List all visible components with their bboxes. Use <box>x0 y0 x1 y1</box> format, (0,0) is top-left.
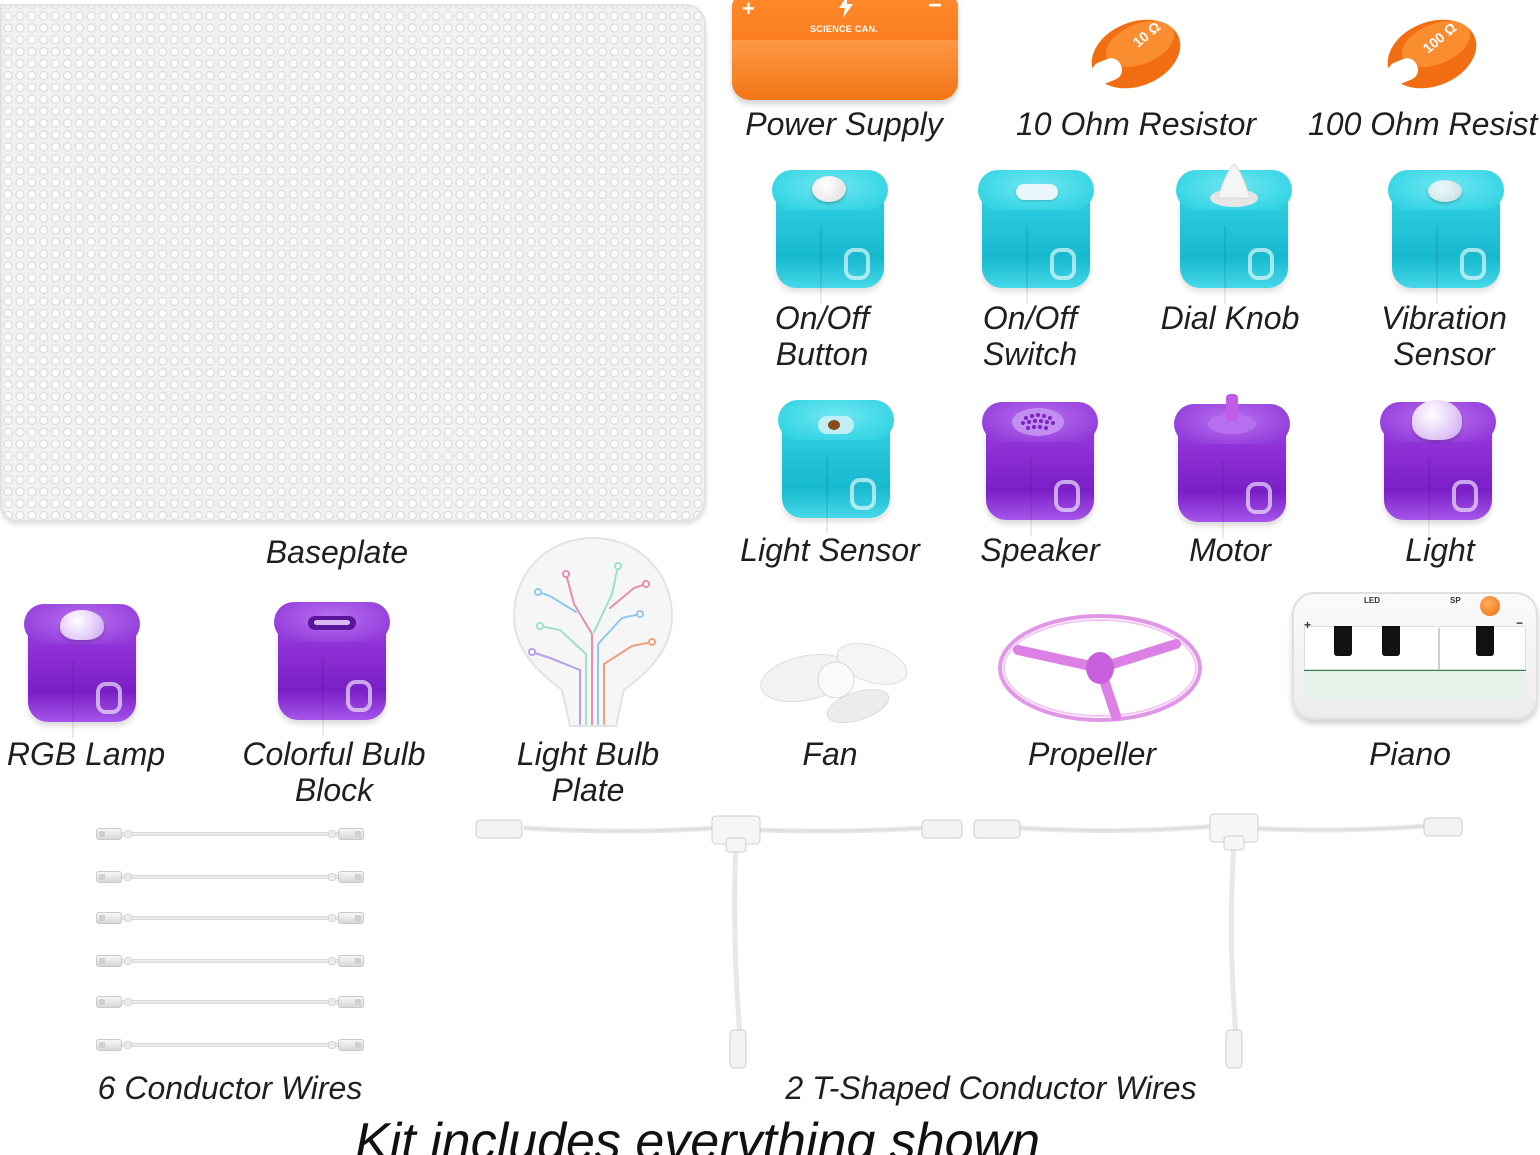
speaker-grille-icon <box>1012 408 1064 436</box>
dial-knob-module <box>1176 163 1292 304</box>
on-off-switch-module <box>978 170 1094 304</box>
resistor-10-label: 10 Ohm Resistor <box>1015 106 1257 142</box>
resistor-100-label: 100 Ohm Resist <box>1308 106 1538 142</box>
t-shaped-wires-label: 2 T-Shaped Conductor Wires <box>785 1070 1197 1106</box>
t-shaped-conductor-wire <box>973 813 1463 1069</box>
dial-knob-cap <box>1210 163 1258 207</box>
light-bulb-plate <box>512 536 674 727</box>
resistor-10-ohm: 10 Ω <box>1091 18 1181 89</box>
conductor-wire <box>96 826 364 842</box>
power-supply: + − SCIENCE CAN. <box>732 0 958 100</box>
t-shaped-conductor-wire <box>475 815 963 1069</box>
piano-label: Piano <box>1369 736 1451 772</box>
propeller <box>998 614 1202 722</box>
fan-label: Fan <box>802 736 858 772</box>
resistor-100-ohm: 100 Ω <box>1387 19 1477 89</box>
light-module <box>1380 400 1496 536</box>
light-sensor-label: Light Sensor <box>740 532 920 568</box>
conductor-wires-label: 6 Conductor Wires <box>97 1070 363 1106</box>
rgb-lamp-module <box>24 604 140 738</box>
conductor-wire <box>96 869 364 885</box>
speaker-label: Speaker <box>980 532 1100 568</box>
motor-module <box>1174 394 1290 538</box>
power-supply-label: Power Supply <box>745 106 943 142</box>
conductor-wire <box>96 994 364 1010</box>
vibration-sensor-module <box>1388 170 1504 304</box>
light-sensor-module <box>778 400 894 534</box>
kit-includes-caption: Kit includes everything shown <box>355 1113 1041 1155</box>
conductor-wire <box>96 1037 364 1053</box>
power-supply-brand: SCIENCE CAN. <box>810 24 879 34</box>
light-label: Light <box>1405 532 1475 568</box>
dial-knob-label: Dial Knob <box>1160 300 1300 336</box>
lightning-icon <box>839 0 853 18</box>
speaker-module <box>982 402 1098 536</box>
propeller-label: Propeller <box>1027 736 1157 772</box>
baseplate <box>0 4 706 522</box>
fan <box>760 643 908 724</box>
conductor-wire <box>96 953 364 969</box>
rgb-lamp-label: RGB Lamp <box>6 736 166 772</box>
conductor-wire <box>96 910 364 926</box>
colorful-bulb-block-module <box>274 602 390 736</box>
piano-module: LED SP + − <box>1292 592 1538 730</box>
baseplate-label: Baseplate <box>265 534 409 570</box>
piano-led-marking: LED <box>1364 596 1380 605</box>
on-off-button-module <box>772 170 888 304</box>
motor-label: Motor <box>1189 532 1271 568</box>
piano-sp-marking: SP <box>1450 596 1461 605</box>
